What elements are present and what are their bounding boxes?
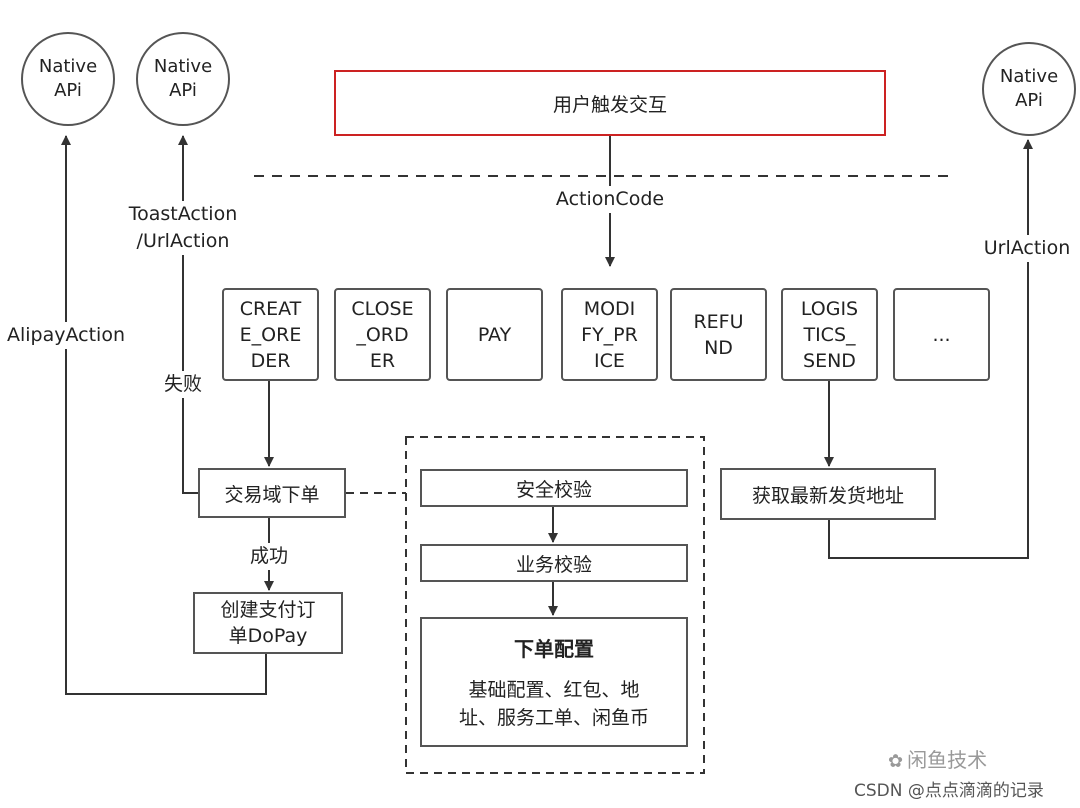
alipay-action-label: AlipayAction [2,322,130,349]
action-pay: PAY [446,288,543,381]
action-code-label: ActionCode [548,186,672,213]
arrow-fail-to-native [178,135,198,494]
get-address-box: 获取最新发货地址 [720,468,936,520]
url-action-label: UrlAction [976,235,1078,262]
wechat-icon: ✿ [888,751,904,772]
fail-label: 失败 [160,371,206,398]
order-config-title: 下单配置 [514,636,594,661]
native-api-circle-3: Native APi [982,42,1076,136]
action-modify-price: MODI FY_PR ICE [561,288,658,381]
native-api-circle-2: Native APi [136,32,230,126]
arrow-alipay-to-native [61,135,267,695]
csdn-watermark: CSDN @点点滴滴的记录 [854,781,1044,801]
action-logistics-send: LOGIS TICS_ SEND [781,288,878,381]
trade-order-box: 交易域下单 [198,468,346,518]
toast-url-action-label: ToastAction /UrlAction [118,201,248,255]
brand-watermark-text: 闲鱼技术 [907,748,988,772]
native-api-circle-1: Native APi [21,32,115,126]
user-trigger-box: 用户触发交互 [334,70,886,136]
security-check-box: 安全校验 [420,469,688,507]
arrow-address-to-native [828,139,1033,559]
create-pay-order-box: 创建支付订 单DoPay [193,592,343,654]
business-check-box: 业务校验 [420,544,688,582]
verification-group-border [405,436,705,774]
action-close-order: CLOSE _ORD ER [334,288,431,381]
success-label: 成功 [244,543,294,570]
order-config-box: 下单配置 基础配置、红包、地 址、服务工单、闲鱼币 [420,617,688,747]
action-more: ... [893,288,990,381]
brand-watermark: ✿闲鱼技术 [888,744,987,773]
action-refund: REFU ND [670,288,767,381]
order-config-body: 基础配置、红包、地 址、服务工单、闲鱼币 [458,678,649,729]
action-create-order: CREAT E_ORE DER [222,288,319,381]
